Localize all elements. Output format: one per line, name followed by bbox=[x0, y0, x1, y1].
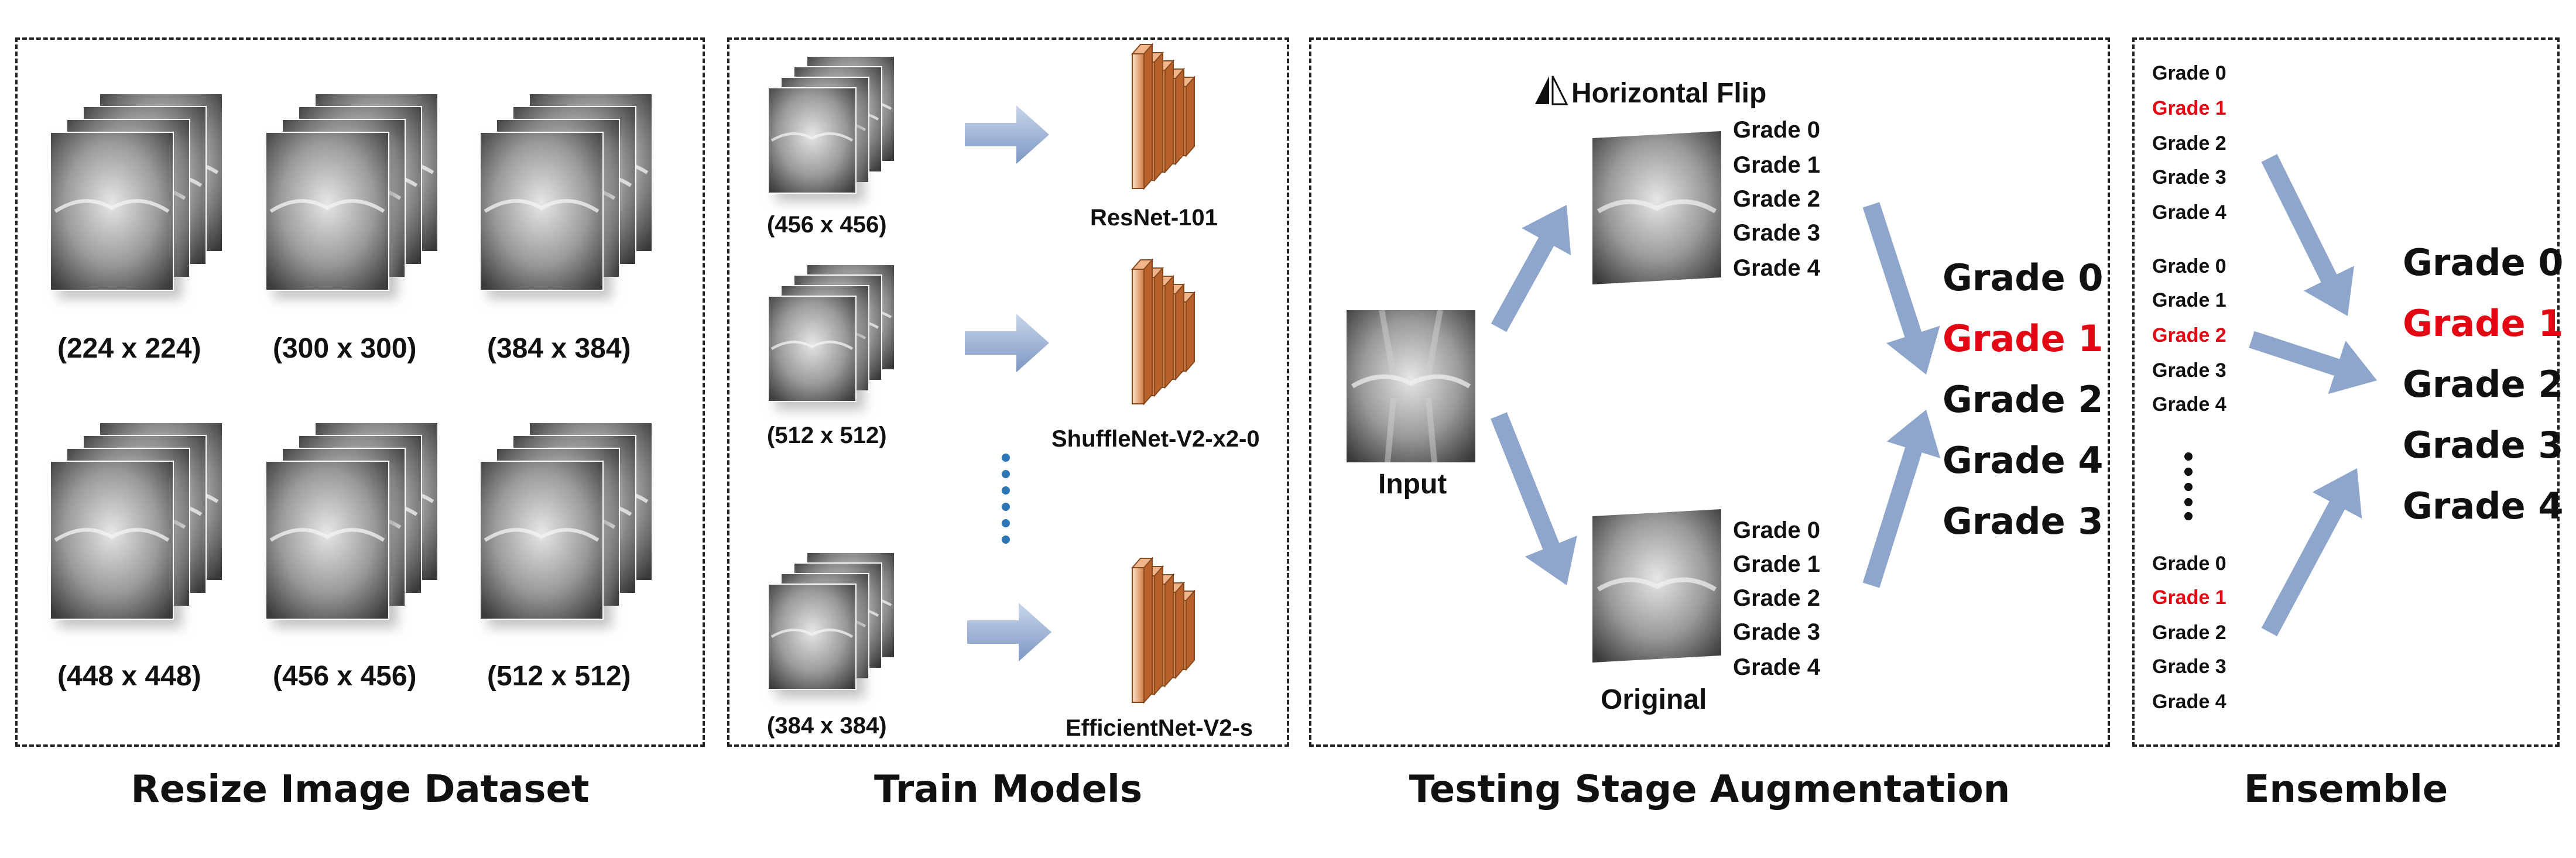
ensemble-panel bbox=[2132, 37, 2560, 747]
grade-label: Grade 2 bbox=[1733, 186, 1820, 212]
grade-label: Grade 2 bbox=[2152, 132, 2226, 155]
original-xray-image bbox=[1592, 509, 1721, 663]
xray-stack-image bbox=[768, 264, 895, 402]
flow-arrow-icon bbox=[1862, 202, 1940, 375]
grade-label: Grade 0 bbox=[2152, 62, 2226, 84]
input-xray-image bbox=[1347, 310, 1475, 463]
grade-label: Grade 0 bbox=[2152, 552, 2226, 575]
flow-arrow-icon bbox=[1491, 205, 1571, 332]
size-label: (456 x 456) bbox=[273, 661, 417, 692]
grade-label: Grade 0 bbox=[2152, 255, 2226, 277]
right-arrow-icon bbox=[965, 105, 1049, 164]
input-label: Input bbox=[1378, 469, 1447, 500]
xray-stack-image bbox=[265, 422, 439, 620]
grade-label-highlighted: Grade 1 bbox=[2152, 97, 2226, 119]
result-grade-label: Grade 4 bbox=[2403, 485, 2564, 527]
train-panel-title: Train Models bbox=[873, 768, 1143, 811]
grade-label: Grade 3 bbox=[1733, 619, 1820, 645]
testing-panel bbox=[1309, 37, 2110, 747]
grade-label: Grade 3 bbox=[2152, 655, 2226, 678]
flipped-xray-image bbox=[1592, 131, 1721, 284]
xray-stack-image bbox=[768, 552, 895, 690]
size-label: (384 x 384) bbox=[487, 333, 631, 364]
grade-label: Grade 4 bbox=[1733, 654, 1820, 680]
model-block-icon bbox=[1131, 258, 1196, 406]
flip-icon bbox=[1535, 75, 1568, 105]
result-grade-label: Grade 0 bbox=[2403, 241, 2564, 284]
grade-label: Grade 1 bbox=[2152, 289, 2226, 311]
model-name-label: ResNet-101 bbox=[1090, 205, 1218, 231]
grade-label: Grade 0 bbox=[1733, 117, 1820, 143]
xray-stack-image bbox=[50, 422, 223, 620]
grade-label: Grade 1 bbox=[1733, 551, 1820, 577]
grade-label: Grade 1 bbox=[1733, 152, 1820, 178]
right-arrow-icon bbox=[965, 314, 1049, 372]
grade-label-highlighted: Grade 2 bbox=[2152, 324, 2226, 346]
result-grade-label-highlighted: Grade 1 bbox=[2403, 302, 2564, 345]
size-label: (224 x 224) bbox=[57, 333, 201, 364]
model-block-icon bbox=[1131, 43, 1196, 190]
result-grade-label: Grade 3 bbox=[1943, 500, 2104, 543]
xray-stack-image bbox=[768, 56, 895, 194]
grade-label: Grade 2 bbox=[2152, 622, 2226, 644]
xray-stack-image bbox=[265, 93, 439, 291]
grade-label: Grade 4 bbox=[2152, 691, 2226, 713]
train-size-label: (456 x 456) bbox=[767, 212, 887, 238]
horizontal-flip-label: Horizontal Flip bbox=[1571, 78, 1767, 109]
flow-arrow-icon bbox=[1862, 410, 1941, 588]
grade-label: Grade 3 bbox=[2152, 166, 2226, 188]
grade-label: Grade 4 bbox=[1733, 255, 1820, 281]
xray-stack-image bbox=[50, 93, 223, 291]
original-label: Original bbox=[1601, 684, 1707, 715]
flow-arrow-icon bbox=[2261, 154, 2354, 316]
result-grade-label: Grade 0 bbox=[1943, 256, 2104, 299]
resize-panel bbox=[15, 37, 705, 747]
train-panel bbox=[727, 37, 1289, 747]
ellipsis-dots-icon bbox=[1002, 454, 1010, 544]
size-label: (448 x 448) bbox=[57, 661, 201, 692]
model-block-icon bbox=[1131, 557, 1196, 704]
grade-label: Grade 4 bbox=[2152, 201, 2226, 224]
grade-label: Grade 0 bbox=[1733, 517, 1820, 543]
grade-label: Grade 2 bbox=[1733, 585, 1820, 611]
right-arrow-icon bbox=[967, 603, 1051, 661]
grade-label: Grade 3 bbox=[1733, 220, 1820, 246]
grade-label-highlighted: Grade 1 bbox=[2152, 586, 2226, 609]
grade-label: Grade 4 bbox=[2152, 393, 2226, 416]
ensemble-panel-title: Ensemble bbox=[2243, 768, 2448, 811]
result-grade-label: Grade 2 bbox=[2403, 363, 2564, 406]
ellipsis-dots-icon bbox=[2184, 452, 2193, 520]
flow-arrow-icon bbox=[2249, 331, 2377, 394]
train-size-label: (384 x 384) bbox=[767, 713, 887, 739]
xray-stack-image bbox=[479, 422, 653, 620]
testing-panel-title: Testing Stage Augmentation bbox=[1409, 768, 2010, 811]
model-name-label: ShuffleNet-V2-x2-0 bbox=[1051, 426, 1260, 452]
model-name-label: EfficientNet-V2-s bbox=[1066, 715, 1253, 741]
flow-arrow-icon bbox=[1491, 412, 1577, 585]
result-grade-label: Grade 2 bbox=[1943, 378, 2104, 421]
flow-arrow-icon bbox=[2261, 468, 2362, 637]
result-grade-label: Grade 3 bbox=[2403, 424, 2564, 466]
result-grade-label-highlighted: Grade 1 bbox=[1943, 317, 2104, 360]
resize-panel-title: Resize Image Dataset bbox=[131, 768, 590, 811]
size-label: (512 x 512) bbox=[487, 661, 631, 692]
grade-label: Grade 3 bbox=[2152, 359, 2226, 382]
result-grade-label: Grade 4 bbox=[1943, 439, 2104, 482]
xray-stack-image bbox=[479, 93, 653, 291]
size-label: (300 x 300) bbox=[273, 333, 417, 364]
train-size-label: (512 x 512) bbox=[767, 423, 887, 448]
